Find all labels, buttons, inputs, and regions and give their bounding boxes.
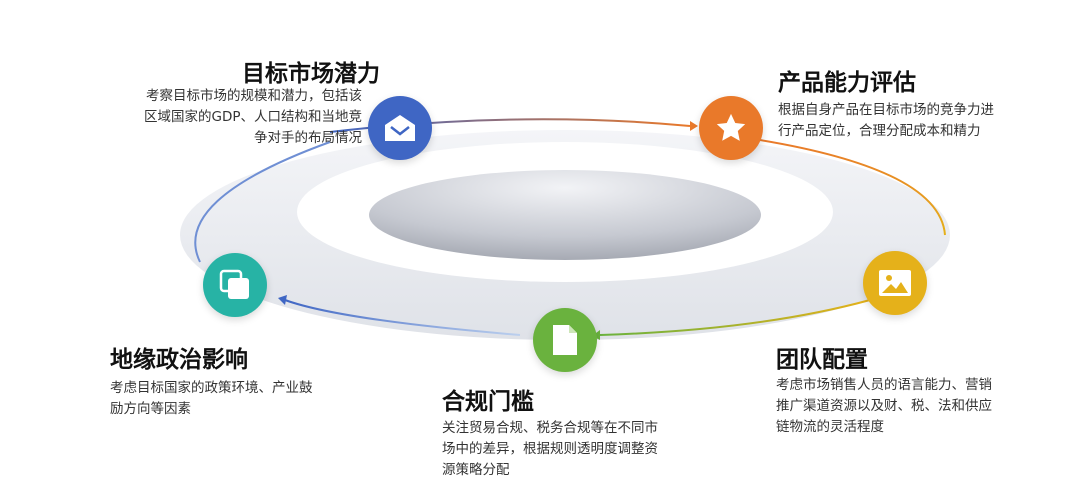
desc-line: 链物流的灵活程度: [776, 419, 884, 435]
arc-bottom-right: [599, 299, 871, 336]
node-market-potential: [368, 96, 432, 160]
desc-line: 关注贸易合规、税务合规等在不同市: [442, 420, 658, 436]
node-product-capability: [699, 96, 763, 160]
title-market-potential: 目标市场潜力: [242, 61, 380, 87]
arc-left: [194, 141, 331, 263]
title-team: 团队配置: [776, 347, 868, 373]
desc-line: 励方向等因素: [110, 401, 191, 417]
title-geopolitics: 地缘政治影响: [110, 347, 248, 373]
star-icon: [716, 113, 746, 141]
desc-line: 源策略分配: [442, 462, 510, 478]
desc-line: 争对手的布局情况: [254, 130, 362, 146]
desc-line: 考察目标市场的规模和潜力，包括该: [146, 88, 362, 104]
title-compliance: 合规门槛: [442, 389, 534, 415]
desc-line: 场中的差异，根据规则透明度调整资: [442, 441, 658, 457]
title-product-capability: 产品能力评估: [778, 70, 916, 96]
arrow-head: [690, 121, 698, 131]
desc-line: 考虑目标国家的政策环境、产业鼓: [110, 380, 313, 396]
envelope-icon: [385, 115, 415, 141]
image-icon: [879, 270, 911, 296]
arc-bottom-left: [284, 299, 521, 336]
document-icon: [553, 325, 577, 355]
node-compliance: [533, 308, 597, 372]
desc-line: 根据自身产品在目标市场的竞争力进: [778, 102, 994, 118]
desc-line: 行产品定位，合理分配成本和精力: [778, 123, 981, 139]
center-core: [369, 170, 761, 260]
desc-compliance: 关注贸易合规、税务合规等在不同市 场中的差异，根据规则透明度调整资 源策略分配: [442, 418, 658, 481]
node-geopolitics: [203, 253, 267, 317]
node-team: [863, 251, 927, 315]
desc-line: 区域国家的GDP、人口结构和当地竞: [144, 109, 362, 125]
desc-market-potential: 考察目标市场的规模和潜力，包括该 区域国家的GDP、人口结构和当地竞 争对手的布…: [144, 86, 362, 149]
desc-team: 考虑市场销售人员的语言能力、营销 推广渠道资源以及财、税、法和供应 链物流的灵活…: [776, 375, 992, 438]
copy-icon: [219, 269, 249, 299]
desc-product-capability: 根据自身产品在目标市场的竞争力进 行产品定位，合理分配成本和精力: [778, 100, 994, 142]
desc-line: 推广渠道资源以及财、税、法和供应: [776, 398, 992, 414]
desc-line: 考虑市场销售人员的语言能力、营销: [776, 377, 992, 393]
arc-right: [759, 139, 946, 236]
arrow-head: [278, 295, 287, 305]
desc-geopolitics: 考虑目标国家的政策环境、产业鼓 励方向等因素: [110, 378, 313, 420]
